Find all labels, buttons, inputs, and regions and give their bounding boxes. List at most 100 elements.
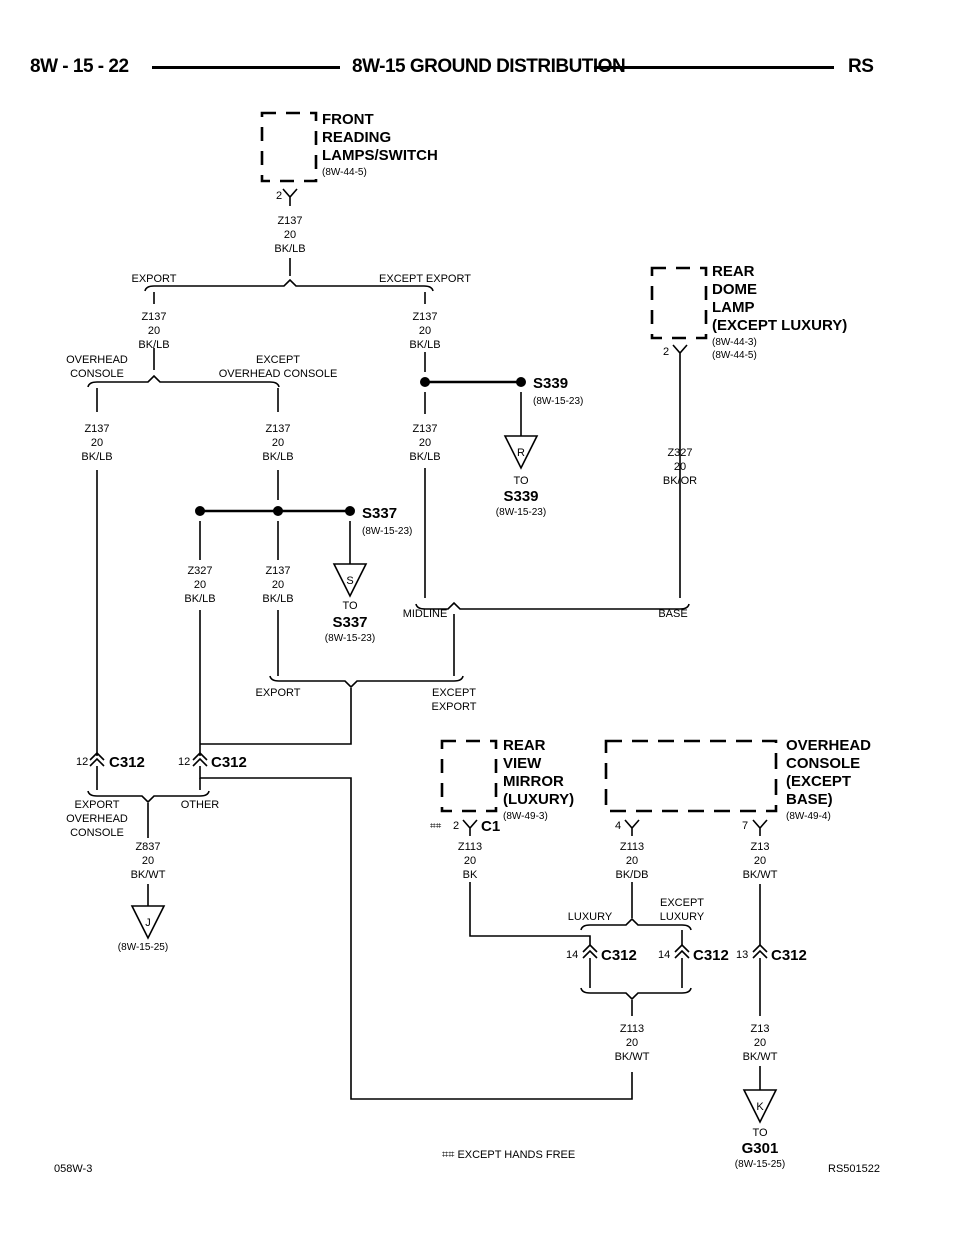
rear-view-mirror-line-3: MIRROR xyxy=(503,773,564,790)
wire-label-z137-export-2: 20 xyxy=(148,325,160,337)
c312-b-pin: 12 xyxy=(178,756,190,768)
to-s337-name: S337 xyxy=(332,614,367,631)
overhead-console-box xyxy=(604,739,778,813)
wire-label-z137-overhead-1: Z137 xyxy=(84,423,109,435)
split-export xyxy=(144,278,434,292)
wire-label-z137-except-overhead-2: 20 xyxy=(272,437,284,449)
rear-dome-line-2: DOME xyxy=(712,281,757,298)
overhead-console-pin7-terminal xyxy=(752,819,768,836)
option-luxury: LUXURY xyxy=(568,911,613,923)
offpage-flag-s xyxy=(332,563,368,598)
option-overhead-console-2: CONSOLE xyxy=(70,368,124,380)
wire-label-z137-top-1: Z137 xyxy=(277,215,302,227)
option-except-overhead-2: OVERHEAD CONSOLE xyxy=(219,368,338,380)
flag-r-letter: R xyxy=(517,447,525,459)
wire-label-z837-1: Z837 xyxy=(135,841,160,853)
to-g301-name: G301 xyxy=(742,1140,779,1157)
wire-label-z327-dome-1: Z327 xyxy=(667,447,692,459)
split-export-except-export xyxy=(269,675,464,689)
splice-dot-s337-mid xyxy=(273,506,283,516)
wire-label-z137-export-3: BK/LB xyxy=(138,339,169,351)
wire-label-z137-overhead-3: BK/LB xyxy=(81,451,112,463)
footer-left-code: 058W-3 xyxy=(54,1163,93,1175)
rear-view-mirror-connector: C1 xyxy=(481,818,500,835)
c312-a-name: C312 xyxy=(109,754,145,771)
page-title: 8W-15 GROUND DISTRIBUTION xyxy=(352,56,626,77)
header-rule-left xyxy=(152,66,340,69)
wire-label-z137-except-export-2: 20 xyxy=(419,325,431,337)
rear-view-mirror-pin: 2 xyxy=(453,820,459,832)
splice-dot-s337-right xyxy=(345,506,355,516)
rear-dome-line-3: LAMP xyxy=(712,299,755,316)
rear-dome-ref-1: (8W-44-3) xyxy=(712,337,757,348)
wire-label-z13-console-3: BK/WT xyxy=(743,869,778,881)
wire-label-z137-except-export-1: Z137 xyxy=(412,311,437,323)
splice-s339-ref: (8W-15-23) xyxy=(533,396,583,407)
option-export-overhead-2: OVERHEAD xyxy=(66,813,128,825)
rear-dome-pin-terminal xyxy=(672,344,688,598)
front-reading-line-2: READING xyxy=(322,129,391,146)
wire-z113-mirror xyxy=(469,882,591,946)
split-overhead-console xyxy=(87,374,280,388)
option-except-export: EXCEPT EXPORT xyxy=(379,273,471,285)
rear-dome-box xyxy=(650,266,708,340)
to-s339-label: TO xyxy=(513,475,529,487)
rear-dome-line-4: (EXCEPT LUXURY) xyxy=(712,317,847,334)
split-export-overhead-other xyxy=(87,790,210,804)
wire-label-z137-midline-1: Z137 xyxy=(412,423,437,435)
wire-label-z113-console-2: 20 xyxy=(626,855,638,867)
wire-label-z137-s337-1: Z137 xyxy=(265,565,290,577)
wire-label-z137-midline-3: BK/LB xyxy=(409,451,440,463)
splice-dot-s339-right xyxy=(516,377,526,387)
option-export-2: EXPORT xyxy=(255,687,300,699)
front-reading-pin: 2 xyxy=(276,190,282,202)
offpage-flag-r xyxy=(503,435,539,470)
option-other: OTHER xyxy=(181,799,220,811)
rear-dome-ref-2: (8W-44-5) xyxy=(712,350,757,361)
wire-label-z137-midline-2: 20 xyxy=(419,437,431,449)
wire-label-z327-left-1: Z327 xyxy=(187,565,212,577)
split-c312-merge xyxy=(580,987,692,1001)
splice-dot-s337-left xyxy=(195,506,205,516)
c312-b-name: C312 xyxy=(211,754,247,771)
wire-label-z327-left-2: 20 xyxy=(194,579,206,591)
c312-d-pin: 14 xyxy=(658,949,670,961)
wire-label-z327-dome-3: BK/OR xyxy=(663,475,697,487)
option-except-overhead-1: EXCEPT xyxy=(256,354,300,366)
flag-j-letter: J xyxy=(145,917,151,929)
c312-e-pin: 13 xyxy=(736,949,748,961)
wire-export-merge-to-c312 xyxy=(200,688,352,745)
front-reading-pin-terminal xyxy=(282,188,298,206)
c312-e-symbol xyxy=(752,943,768,959)
wire-c312-b-down xyxy=(199,766,633,1100)
option-base: BASE xyxy=(658,608,687,620)
rear-view-mirror-pin-terminal xyxy=(462,819,478,836)
wire-label-z113-bottom-3: BK/WT xyxy=(615,1051,650,1063)
option-overhead-console-1: OVERHEAD xyxy=(66,354,128,366)
wire-label-z837-3: BK/WT xyxy=(131,869,166,881)
offpage-flag-j xyxy=(130,905,166,940)
wire-label-z137-s337-3: BK/LB xyxy=(262,593,293,605)
wire-label-z13-console-2: 20 xyxy=(754,855,766,867)
c312-a-pin: 12 xyxy=(76,756,88,768)
front-reading-box xyxy=(260,111,318,183)
rear-view-mirror-line-4: (LUXURY) xyxy=(503,791,574,808)
wire-label-z327-left-3: BK/LB xyxy=(184,593,215,605)
c312-a-symbol xyxy=(89,751,105,767)
wire-label-z13-bottom-2: 20 xyxy=(754,1037,766,1049)
wire-label-z137-export-1: Z137 xyxy=(141,311,166,323)
rear-dome-pin: 2 xyxy=(663,346,669,358)
wire-label-z137-overhead-2: 20 xyxy=(91,437,103,449)
overhead-console-line-1: OVERHEAD xyxy=(786,737,871,754)
c312-c-name: C312 xyxy=(601,947,637,964)
option-except-export-2a: EXCEPT xyxy=(432,687,476,699)
splice-dot-s339-left xyxy=(420,377,430,387)
c312-e-name: C312 xyxy=(771,947,807,964)
wire-label-z113-console-1: Z113 xyxy=(620,841,644,853)
front-reading-line-3: LAMPS/SWITCH xyxy=(322,147,438,164)
wire-label-z113-bottom-2: 20 xyxy=(626,1037,638,1049)
rear-view-mirror-line-1: REAR xyxy=(503,737,546,754)
wire-label-z113-mirror-3: BK xyxy=(463,869,478,881)
overhead-console-ref: (8W-49-4) xyxy=(786,811,831,822)
